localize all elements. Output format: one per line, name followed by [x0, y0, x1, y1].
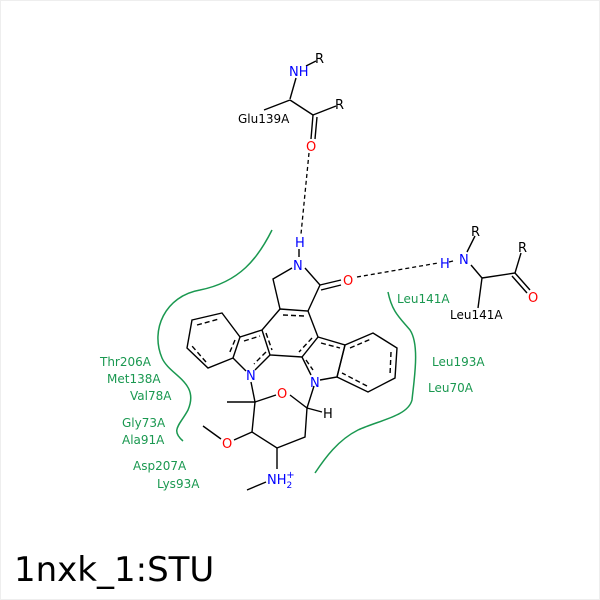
subscript-2: 2 — [287, 481, 293, 491]
charge-plus: + — [286, 470, 294, 481]
hydrophobic-label: Met138A — [107, 372, 161, 386]
hydrophobic-label: Thr206A — [99, 355, 152, 369]
hydrophobic-label: Gly73A — [122, 416, 166, 430]
atom-nh2-plus: NH2+ — [267, 470, 295, 491]
atom-o-leu141: O — [528, 291, 538, 306]
hydrophobic-arc-left — [157, 229, 273, 442]
atom-nh-glu139: NH — [289, 65, 309, 80]
residue-glu139-backbone — [263, 60, 337, 140]
residue-label-glu139: Glu139A — [238, 112, 290, 126]
left-indole — [186, 312, 271, 372]
atom-n-lactam: N — [293, 259, 303, 274]
atom-n-leu141: N — [459, 253, 469, 268]
atom-n-right-indole: N — [310, 376, 320, 391]
hydrophobic-label: Val78A — [130, 389, 172, 403]
atom-o-methoxy: O — [222, 437, 232, 452]
hydrogen-bond-leu141 — [356, 262, 439, 278]
ligand-title: 1nxk_1:STU — [14, 550, 215, 590]
atom-h-sugar: H — [323, 407, 333, 422]
hydrophobic-label: Leu193A — [432, 355, 485, 369]
hydrogen-bond-glu139 — [300, 152, 310, 235]
nh-text: NH — [267, 473, 287, 488]
hydrophobic-label: Lys93A — [157, 477, 200, 491]
residue-label-leu141: Leu141A — [450, 308, 503, 322]
atom-n-left-indole: N — [246, 369, 256, 384]
atom-o-lactam: O — [343, 274, 353, 289]
lactam-ring — [272, 249, 342, 312]
hydrophobic-label: Asp207A — [133, 459, 187, 473]
atom-h-lactam: H — [295, 236, 305, 251]
hydrophobic-label: Leu70A — [428, 381, 474, 395]
sugar-ring — [202, 381, 323, 491]
hydrophobic-arc-right — [314, 291, 417, 474]
atom-r: R — [315, 52, 324, 67]
hydrophobic-label: Ala91A — [122, 433, 165, 447]
atom-r: R — [518, 241, 527, 256]
right-indole — [301, 332, 398, 393]
atom-h-leu141: H — [440, 257, 450, 272]
hydrophobic-label: Leu141A — [397, 292, 450, 306]
atom-r: R — [335, 98, 344, 113]
atom-o-glu139: O — [306, 140, 316, 155]
atom-o-sugar: O — [277, 387, 287, 402]
residue-leu141-backbone — [448, 235, 531, 309]
atom-r: R — [471, 225, 480, 240]
central-ring — [261, 308, 319, 358]
